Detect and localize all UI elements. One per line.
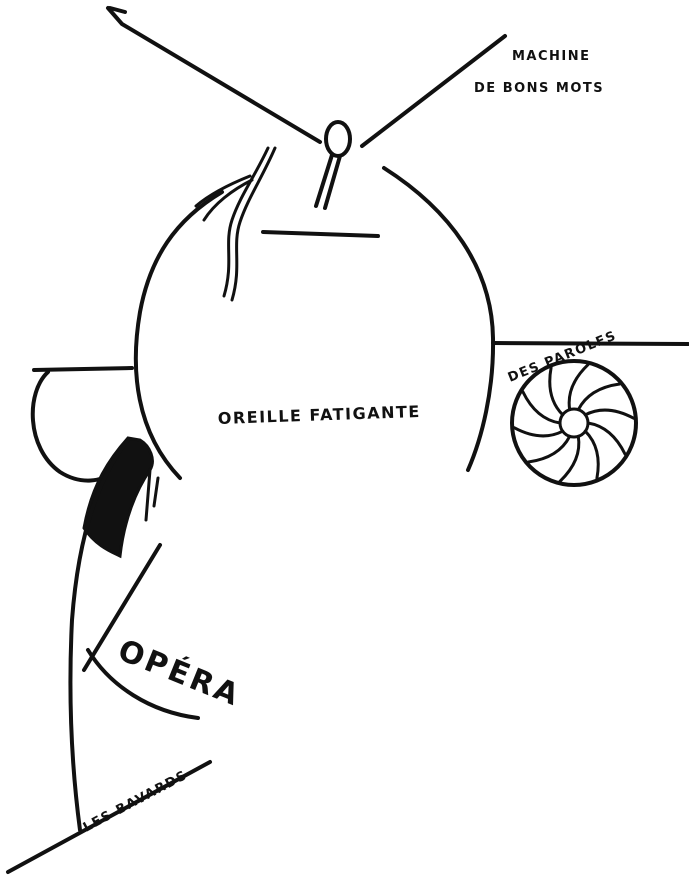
strand-b bbox=[232, 148, 275, 300]
wheel-spoke bbox=[588, 423, 625, 454]
wheel-spoke bbox=[560, 436, 579, 481]
paroles-label: DES PAROLES bbox=[506, 328, 619, 385]
bulb-pin bbox=[316, 122, 350, 208]
wheel-outer bbox=[512, 361, 636, 485]
wheel-spoke bbox=[514, 428, 563, 436]
wheel-hub bbox=[560, 409, 588, 437]
wheel-spokes bbox=[514, 365, 634, 482]
left-upper-line bbox=[108, 8, 320, 142]
paroles-wheel bbox=[512, 361, 636, 485]
wheel-spoke bbox=[528, 436, 569, 462]
wheel-spoke bbox=[550, 368, 563, 415]
head-bar bbox=[263, 232, 378, 236]
machine-label-line1: MACHINE bbox=[512, 49, 591, 64]
machine-label-line2: DE BONS MOTS bbox=[474, 81, 604, 96]
wheel-spoke bbox=[569, 365, 588, 410]
hair-strands bbox=[196, 148, 275, 300]
left-horizontal-line bbox=[34, 368, 132, 370]
head-outline bbox=[136, 168, 493, 478]
wheel-spoke bbox=[523, 392, 560, 423]
bulb-head bbox=[326, 122, 350, 156]
wedge-tick-2 bbox=[154, 478, 158, 506]
head-right-arc bbox=[384, 168, 493, 470]
left-bowl bbox=[33, 372, 108, 481]
opera-label: OPÉRA bbox=[113, 632, 246, 714]
machine-lines bbox=[108, 8, 505, 146]
wheel-spoke bbox=[578, 384, 619, 410]
bavards-label: LES BAVARDS bbox=[81, 768, 191, 836]
head-left-arc bbox=[136, 192, 222, 478]
wheel-spoke bbox=[585, 431, 598, 478]
oreille-label: OREILLE FATIGANTE bbox=[217, 402, 421, 428]
strand-a bbox=[224, 148, 268, 296]
wheel-spoke bbox=[585, 410, 634, 418]
